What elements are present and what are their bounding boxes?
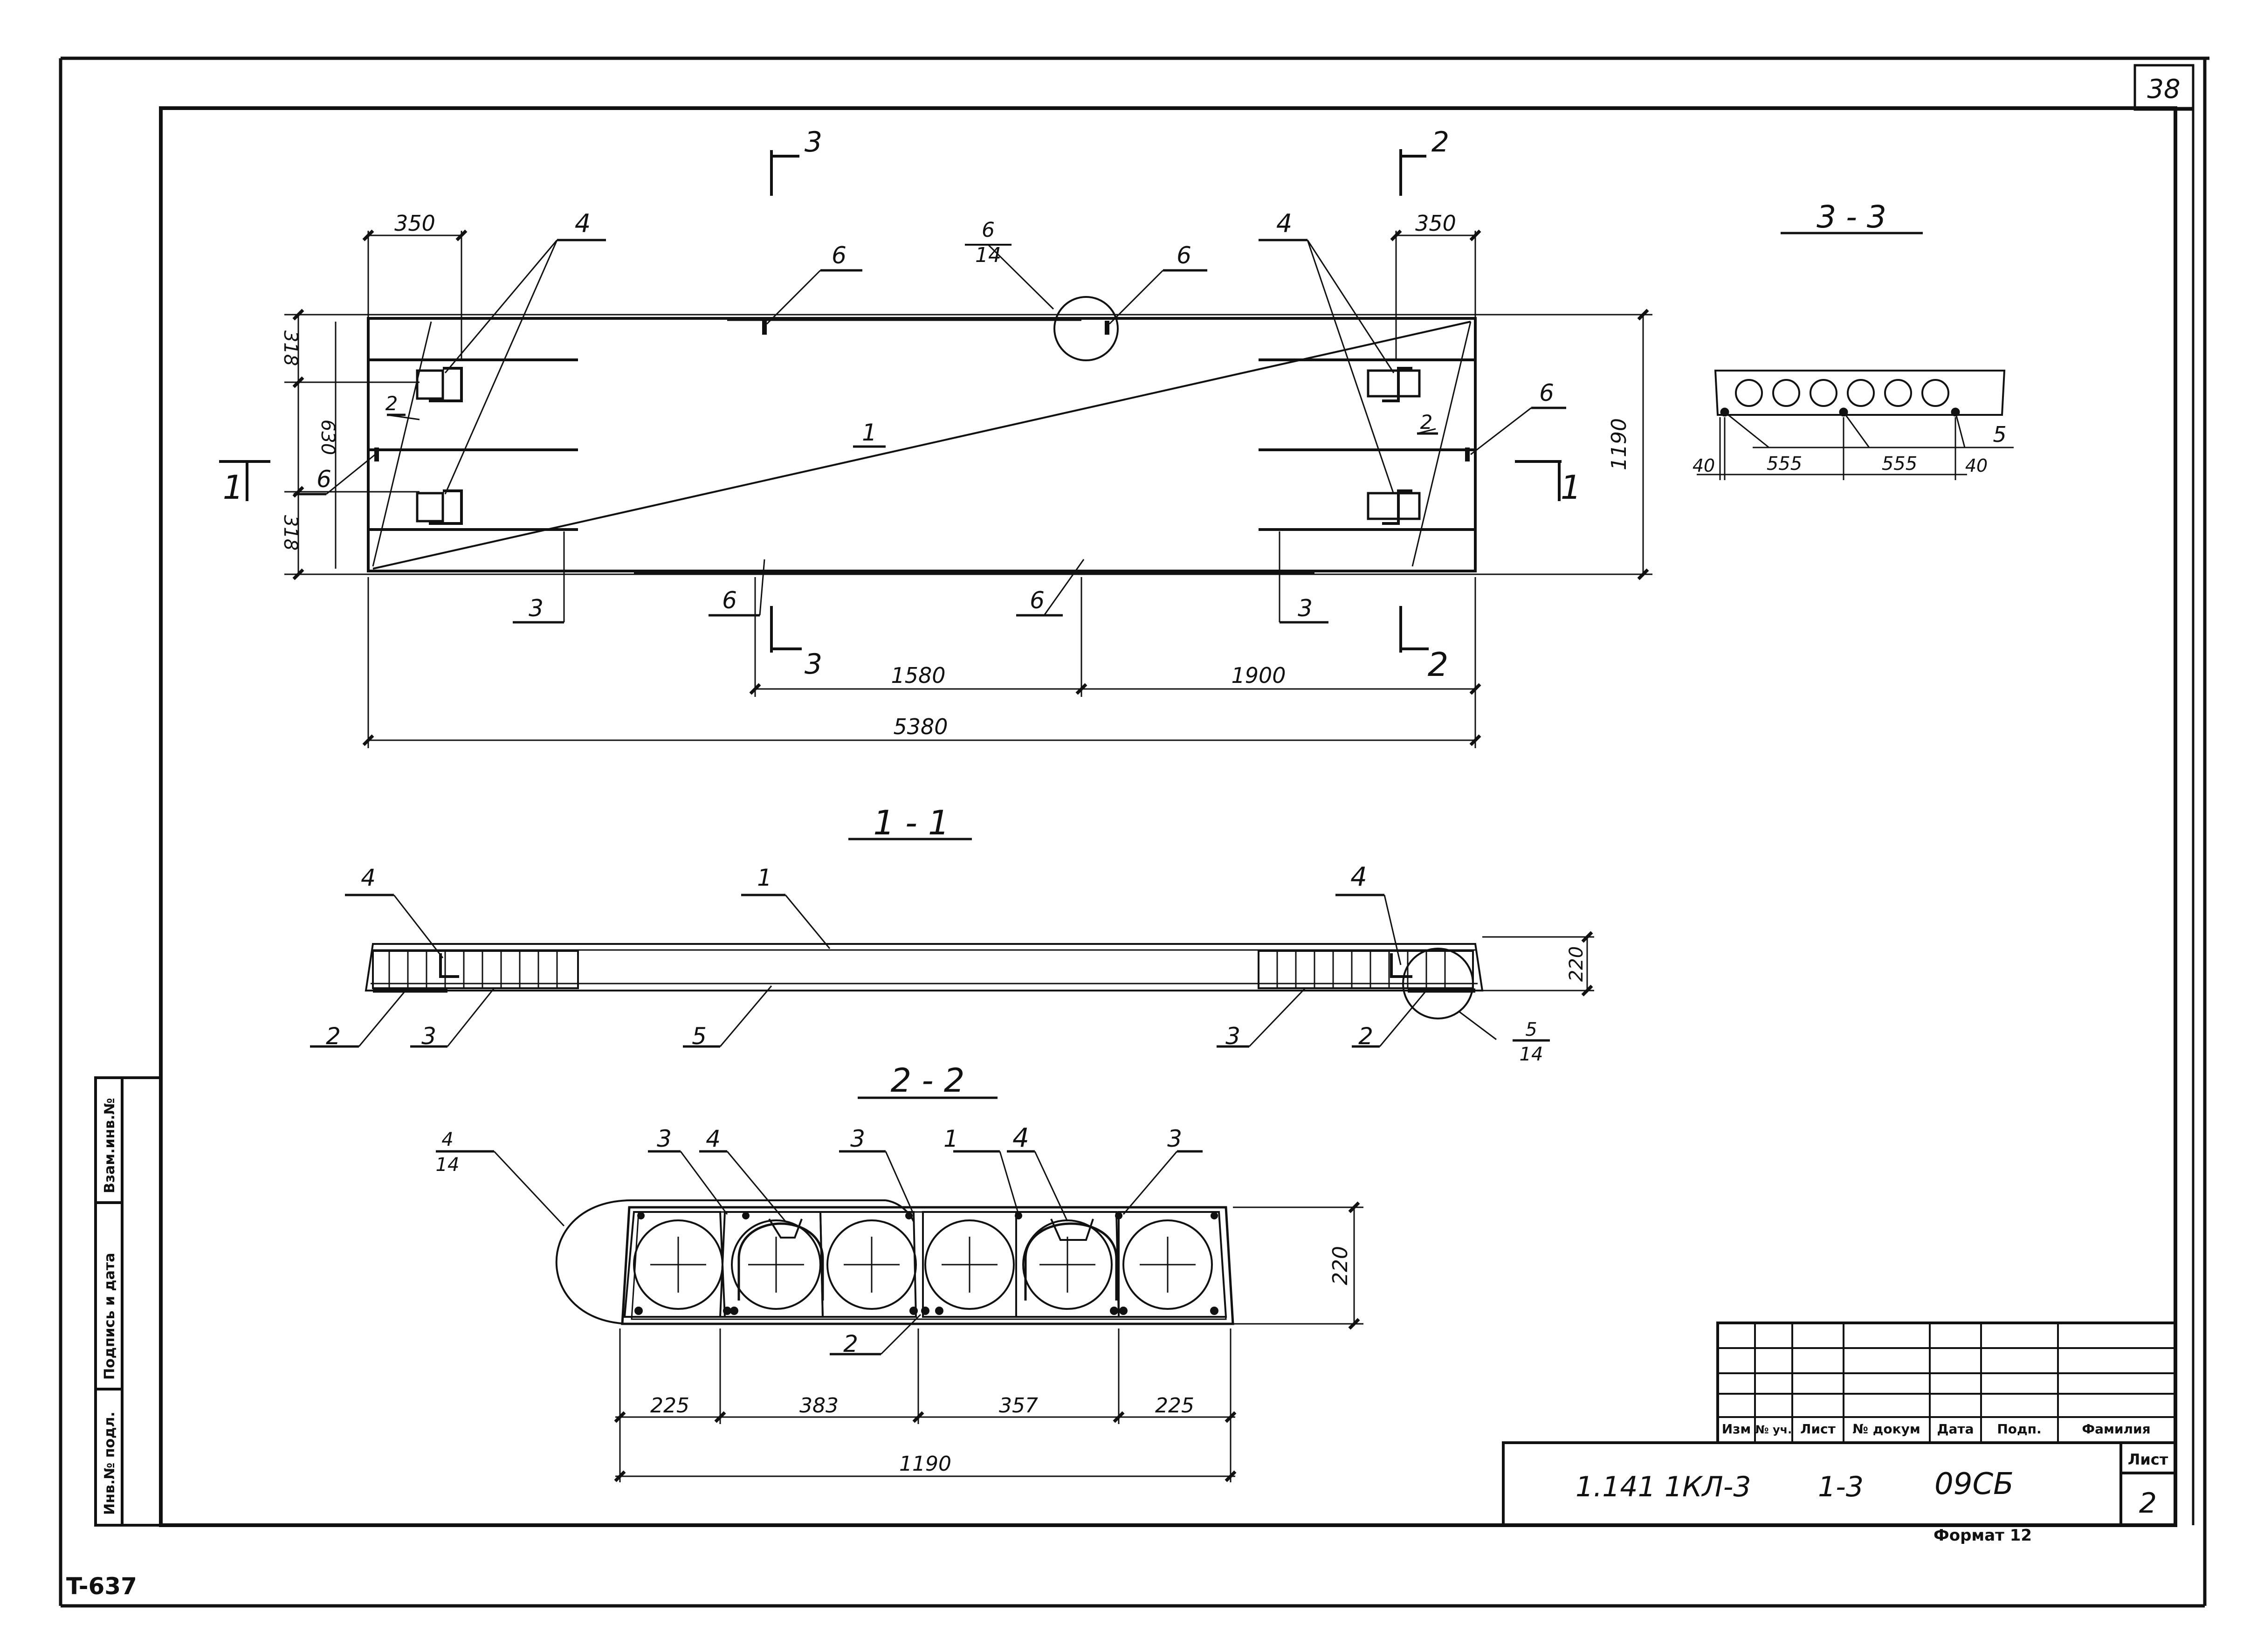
tb-header-podp: Подп. xyxy=(1997,1421,2041,1437)
section-11-callout-5-bot: 14 xyxy=(1520,1044,1543,1065)
section-2-2 xyxy=(436,1096,1363,1482)
section-33-dim-40-right: 40 xyxy=(1965,455,1988,476)
section-33-title: 3 - 3 xyxy=(1817,199,1886,235)
plan-leader-3-left: 3 xyxy=(529,595,544,622)
section-11-dim-220: 220 xyxy=(1566,946,1587,982)
plan-leader-6-f: 6 xyxy=(1030,587,1045,614)
section-33-dim-555-a: 555 xyxy=(1767,453,1802,475)
plan-dim-318-top: 318 xyxy=(280,330,301,366)
plan-dim-1580: 1580 xyxy=(891,663,945,688)
title-block xyxy=(1502,1322,2177,1527)
plan-dim-5380: 5380 xyxy=(893,714,948,739)
plan-dim-630: 630 xyxy=(317,420,338,455)
section-11-leader-1: 1 xyxy=(757,864,772,891)
tb-code-c: 09СБ xyxy=(1934,1467,2014,1501)
page-number: 38 xyxy=(2147,74,2180,104)
plan-dim-1900: 1900 xyxy=(1231,663,1286,688)
section-11-leader-3-right: 3 xyxy=(1225,1023,1240,1050)
tb-code-a: 1.141 1КЛ-3 xyxy=(1576,1471,1751,1503)
section-1-1 xyxy=(310,838,1594,1048)
plan-cut-1-left: 1 xyxy=(223,468,244,507)
plan-leader-6-d: 6 xyxy=(1539,379,1554,406)
section-11-leader-2-left: 2 xyxy=(326,1023,341,1050)
section-22-leader-4-b: 4 xyxy=(1012,1123,1029,1153)
plan-leader-6-e: 6 xyxy=(722,587,737,614)
plan-leader-4-left: 4 xyxy=(575,209,591,238)
section-22-dim-383: 383 xyxy=(799,1394,839,1418)
plan-dim-350-right: 350 xyxy=(1415,211,1456,236)
tb-header-data: Дата xyxy=(1937,1421,1974,1437)
side-stamp-replace: Взам.инв.№ xyxy=(102,1098,118,1193)
side-stamp-inv: Инв.№ подл. xyxy=(102,1411,118,1515)
section-22-leader-3-a: 3 xyxy=(657,1125,672,1152)
plan-leader-2-left: 2 xyxy=(385,392,398,415)
section-11-leader-4-right: 4 xyxy=(1350,862,1367,892)
plan-leader-6-b: 6 xyxy=(1177,242,1191,269)
plan-callout-6-bot: 14 xyxy=(975,243,1001,267)
section-33-dim-555-b: 555 xyxy=(1882,453,1917,475)
tb-sheet-num: 2 xyxy=(2139,1487,2157,1520)
section-22-leader-2: 2 xyxy=(843,1330,858,1357)
tb-header-dokum: № докум xyxy=(1852,1421,1920,1437)
plan-cut-3-bot: 3 xyxy=(805,648,822,681)
plan-leader-6-a: 6 xyxy=(832,242,846,269)
plan-cut-3-top: 3 xyxy=(805,126,822,158)
section-11-leader-5: 5 xyxy=(692,1023,707,1050)
sheet-frame xyxy=(59,56,2209,1608)
tb-header-list: Лист xyxy=(1800,1421,1836,1437)
plan-dim-1190: 1190 xyxy=(1607,418,1631,470)
section-22-dim-225-right: 225 xyxy=(1155,1394,1194,1418)
plan-cut-2-top: 2 xyxy=(1431,126,1449,158)
plan-callout-6-top: 6 xyxy=(982,218,995,242)
plan-leader-3-right: 3 xyxy=(1298,595,1313,622)
tb-code-b: 1-3 xyxy=(1818,1471,1864,1503)
plan-leader-4-right: 4 xyxy=(1276,209,1292,238)
section-11-leader-3-left: 3 xyxy=(421,1023,436,1050)
section-3-3 xyxy=(1697,232,2014,480)
tb-header-nuch: № уч. xyxy=(1755,1423,1792,1436)
section-11-leader-4-left: 4 xyxy=(361,864,376,891)
plan-cut-1-right: 1 xyxy=(1561,468,1582,507)
section-33-dim-40-left: 40 xyxy=(1693,455,1715,476)
section-22-dim-1190: 1190 xyxy=(899,1452,951,1476)
side-stamp-sign: Подпись и дата xyxy=(102,1253,118,1380)
plan-dim-350-left: 350 xyxy=(394,211,435,236)
plan-leader-1: 1 xyxy=(862,419,877,446)
section-22-dim-357: 357 xyxy=(999,1394,1038,1418)
tb-header-familiya: Фамилия xyxy=(2082,1421,2150,1437)
section-22-leader-1: 1 xyxy=(943,1125,958,1152)
plan-cut-2-bot: 2 xyxy=(1428,646,1449,684)
format-label: Формат 12 xyxy=(1934,1526,2032,1545)
section-22-callout-4-top: 4 xyxy=(441,1129,453,1150)
tb-sheet-label: Лист xyxy=(2128,1451,2168,1468)
section-22-callout-4-bot: 14 xyxy=(436,1154,460,1176)
section-11-callout-5-top: 5 xyxy=(1525,1019,1537,1040)
section-22-dim-225-left: 225 xyxy=(650,1394,689,1418)
section-11-title: 1 - 1 xyxy=(873,803,949,842)
side-stamp xyxy=(94,1076,162,1527)
plan-dim-318-bot: 318 xyxy=(280,515,301,551)
sheet-stamp: T-637 xyxy=(66,1573,137,1600)
section-22-dim-220: 220 xyxy=(1328,1246,1352,1285)
plan-leader-6-c: 6 xyxy=(317,466,331,493)
section-22-leader-4-a: 4 xyxy=(706,1125,721,1152)
section-33-leader-5: 5 xyxy=(1993,422,2006,447)
section-22-leader-3-c: 3 xyxy=(1167,1125,1182,1152)
section-22-leader-3-b: 3 xyxy=(850,1125,865,1152)
plan-leader-2-right: 2 xyxy=(1420,411,1433,434)
tb-header-izm: Изм xyxy=(1722,1421,1751,1437)
section-22-title: 2 - 2 xyxy=(891,1061,965,1100)
plan-view xyxy=(219,149,1652,748)
section-11-leader-2-right: 2 xyxy=(1358,1023,1373,1050)
